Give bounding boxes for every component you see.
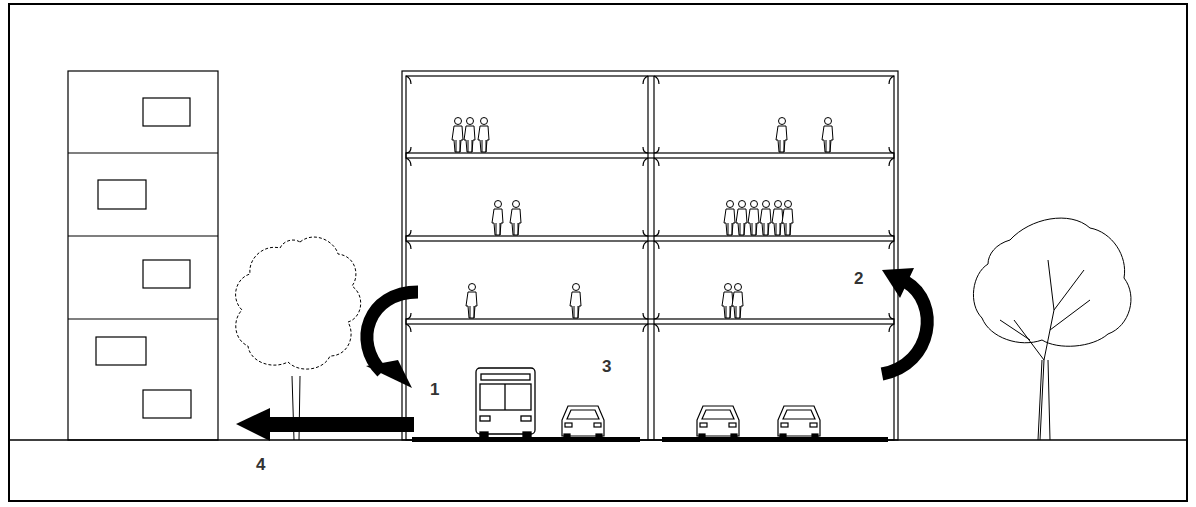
car (697, 406, 739, 440)
bus (476, 368, 535, 440)
right-tree (973, 218, 1131, 440)
people (452, 118, 833, 319)
callout-number: 2 (854, 270, 863, 287)
person (452, 118, 463, 153)
callout-number: 1 (430, 381, 439, 398)
person (466, 284, 477, 319)
person (492, 201, 503, 236)
car (778, 406, 820, 440)
car (562, 406, 604, 440)
person (776, 118, 787, 153)
person (760, 201, 771, 236)
person (748, 201, 759, 236)
road-slab (662, 437, 888, 442)
person (736, 201, 747, 236)
person (772, 201, 783, 236)
person (464, 118, 475, 153)
person (822, 118, 833, 153)
person (732, 284, 743, 319)
person (722, 284, 733, 319)
person (724, 201, 735, 236)
frame (9, 4, 1187, 501)
flow-arrows (236, 268, 927, 441)
callout-number: 3 (602, 358, 611, 375)
person (510, 201, 521, 236)
callout-number: 4 (256, 456, 265, 473)
person (782, 201, 793, 236)
main-building (402, 71, 898, 440)
left-tree (236, 237, 361, 440)
person (478, 118, 489, 153)
cars (562, 406, 820, 440)
neighbour-building (68, 71, 218, 440)
person (570, 284, 581, 319)
